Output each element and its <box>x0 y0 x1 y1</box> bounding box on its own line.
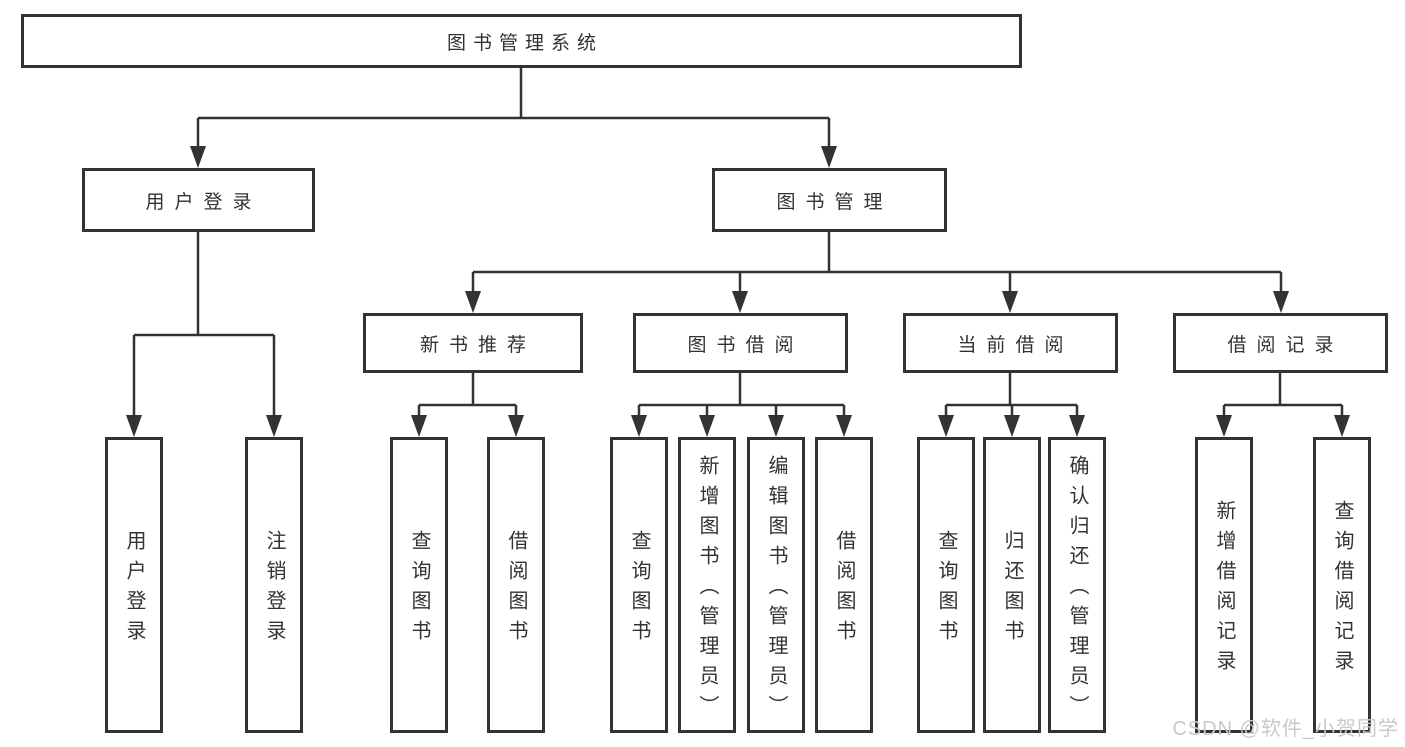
leaf-add-book-admin-label: 新增图书（管理员） <box>696 455 718 725</box>
leaf-return-books-label: 归还图书 <box>1001 530 1023 650</box>
leaf-confirm-return-admin-label: 确认归还（管理员） <box>1066 455 1088 725</box>
leaf-add-book-admin: 新增图书（管理员） <box>678 437 736 733</box>
leaf-query-books-recommend-label: 查询图书 <box>408 530 430 650</box>
connector-borrow-to-leaves <box>637 373 846 416</box>
csdn-watermark: CSDN @软件_小贺同学 <box>1172 718 1399 740</box>
node-new-book-recommend-label: 新书推荐 <box>419 334 536 356</box>
node-borrowing-records-label: 借阅记录 <box>1227 334 1344 356</box>
leaf-query-books-borrow: 查询图书 <box>610 437 668 733</box>
leaf-borrow-books-recommend: 借阅图书 <box>487 437 545 733</box>
node-borrowing-records: 借阅记录 <box>1173 313 1388 373</box>
node-book-management: 图书管理 <box>712 168 947 232</box>
node-new-book-recommend: 新书推荐 <box>363 313 583 373</box>
connector-records-to-leaves <box>1222 373 1344 416</box>
leaf-query-borrow-record-label: 查询借阅记录 <box>1331 500 1353 680</box>
leaf-edit-book-admin-label: 编辑图书（管理员） <box>765 455 787 725</box>
leaf-query-books-current-label: 查询图书 <box>935 530 957 650</box>
leaf-query-books-recommend: 查询图书 <box>390 437 448 733</box>
leaf-logout-label: 注销登录 <box>263 530 285 650</box>
node-book-borrowing: 图书借阅 <box>633 313 848 373</box>
leaf-user-login-label: 用户登录 <box>123 530 145 650</box>
leaf-borrow-books-borrow-label: 借阅图书 <box>833 530 855 650</box>
arrowheads <box>126 146 1350 437</box>
node-user-login-branch: 用户登录 <box>82 168 315 232</box>
connector-userlogin-to-leaves <box>132 232 276 416</box>
connector-root-to-level2 <box>196 68 831 147</box>
leaf-logout: 注销登录 <box>245 437 303 733</box>
leaf-borrow-books-recommend-label: 借阅图书 <box>505 530 527 650</box>
connector-bookmgmt-to-level3 <box>471 232 1283 292</box>
leaf-confirm-return-admin: 确认归还（管理员） <box>1048 437 1106 733</box>
node-library-system: 图书管理系统 <box>21 14 1022 68</box>
node-library-system-label: 图书管理系统 <box>446 32 603 54</box>
leaf-query-borrow-record: 查询借阅记录 <box>1313 437 1371 733</box>
node-book-borrowing-label: 图书借阅 <box>687 334 804 356</box>
leaf-edit-book-admin: 编辑图书（管理员） <box>747 437 805 733</box>
leaf-add-borrow-record-label: 新增借阅记录 <box>1213 500 1235 680</box>
leaf-query-books-borrow-label: 查询图书 <box>628 530 650 650</box>
node-book-management-label: 图书管理 <box>776 191 893 213</box>
leaf-add-borrow-record: 新增借阅记录 <box>1195 437 1253 733</box>
connector-current-to-leaves <box>944 373 1079 416</box>
leaf-borrow-books-borrow: 借阅图书 <box>815 437 873 733</box>
connector-recommend-to-leaves <box>417 373 518 416</box>
leaf-return-books: 归还图书 <box>983 437 1041 733</box>
node-current-borrowing-label: 当前借阅 <box>957 334 1074 356</box>
leaf-query-books-current: 查询图书 <box>917 437 975 733</box>
node-current-borrowing: 当前借阅 <box>903 313 1118 373</box>
node-user-login-branch-label: 用户登录 <box>145 191 262 213</box>
leaf-user-login: 用户登录 <box>105 437 163 733</box>
